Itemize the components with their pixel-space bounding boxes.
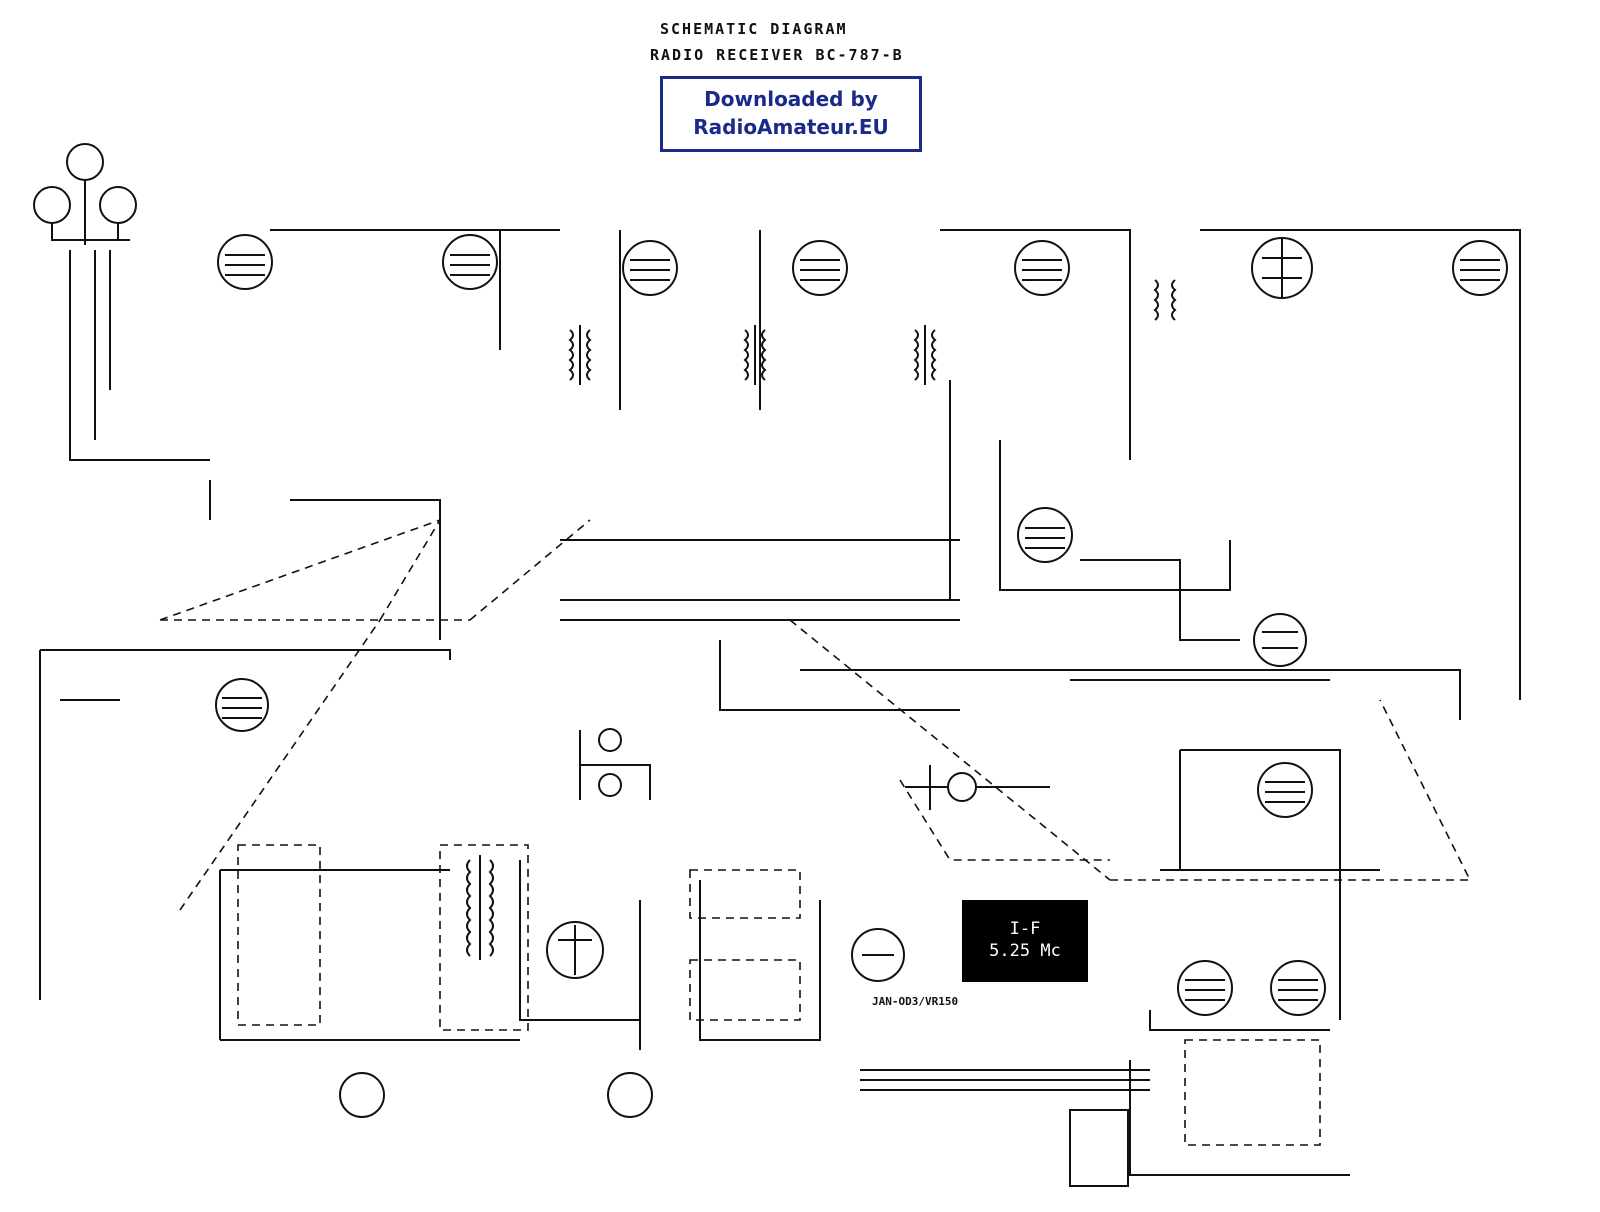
if-transformer-1 [568,325,592,385]
tube-v12 [1177,960,1233,1016]
tube-v11 [1257,762,1313,818]
if-transformer-2 [743,325,767,385]
if-frequency-label: I-F 5.25 Mc [962,900,1088,982]
tube-v10 [215,678,269,732]
watermark-line-1: Downloaded by [704,87,878,111]
tube-v3 [622,240,678,296]
input-meter-2 [66,143,104,181]
tube-v6 [1251,237,1313,299]
if-label-line-2: 5.25 Mc [989,941,1061,961]
if-label-line-1: I-F [1009,919,1041,939]
tube-v5 [1014,240,1070,296]
if-transformer-3 [913,325,937,385]
tube-v7 [1452,240,1508,296]
rectifier-tube [546,921,604,979]
input-meter-1 [33,186,71,224]
tube-v9 [1253,613,1307,667]
octal-socket-2 [607,1072,653,1118]
regulator-tube [851,928,905,982]
tuning-meter [947,772,977,802]
if-transformer-4 [1153,279,1177,321]
power-transformer [466,855,494,960]
octal-socket-1 [339,1072,385,1118]
tube-v1 [217,234,273,290]
diagram-subtitle: RADIO RECEIVER BC-787-B [650,46,904,64]
download-watermark: Downloaded by RadioAmateur.EU [660,76,922,152]
tube-v4 [792,240,848,296]
watermark-line-2: RadioAmateur.EU [693,115,889,139]
regulator-tube-label: JAN-OD3/VR150 [872,995,959,1008]
tube-v13 [1270,960,1326,1016]
tube-v2 [442,234,498,290]
diagram-title: SCHEMATIC DIAGRAM [660,20,848,38]
tube-v8 [1017,507,1073,563]
input-meter-3 [99,186,137,224]
jack-panel [1069,1109,1129,1187]
